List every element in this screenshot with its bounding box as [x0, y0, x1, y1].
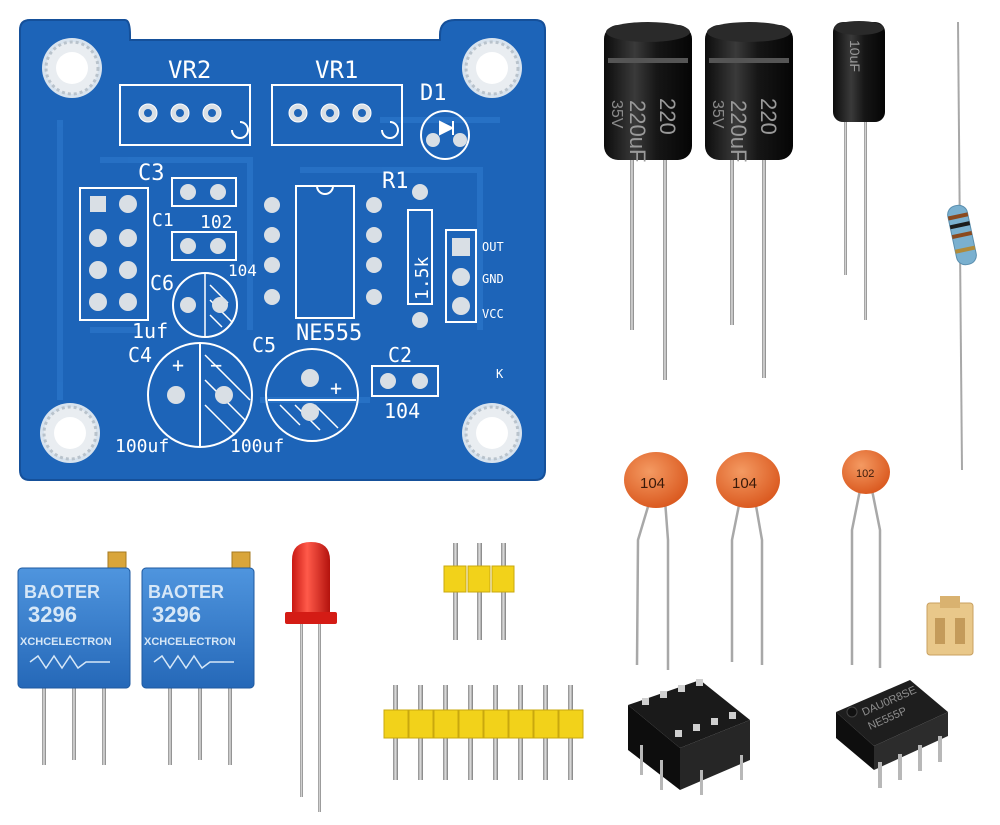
ceramic-capacitor-2: 104 [716, 452, 780, 665]
electrolytic-capacitor-1: 220uF 220 35V [604, 22, 692, 380]
cap3-label-top: 10uF [847, 40, 863, 72]
silk-ic-label: NE555 [296, 321, 362, 346]
cap2-label-mid: 220 [756, 98, 781, 135]
trimmer-potentiometer-1: BAOTER 3296 XCHCELECTRON [17, 551, 131, 765]
header-3-pin [443, 543, 515, 640]
cap2-label-v: 35V [709, 100, 726, 129]
svg-text:+: + [330, 376, 342, 400]
silk-vcc: VCC [482, 307, 504, 321]
ceramic1-label: 104 [640, 475, 665, 492]
silk-vr2: VR2 [168, 56, 211, 84]
pot2-brand: BAOTER [148, 582, 224, 602]
pcb-board: VR2 VR1 D1 C3 R1 C1 102 [19, 19, 546, 481]
pot2-maker: XCHCELECTRON [144, 636, 236, 648]
silk-gnd: GND [482, 272, 504, 286]
silk-c1-value: 102 [200, 212, 233, 233]
ic-socket-8-pin [628, 679, 750, 795]
silk-c2: C2 [388, 343, 412, 367]
jumper-cap [926, 596, 974, 656]
silk-c1: C1 [152, 210, 174, 231]
silk-c6: C6 [150, 271, 174, 295]
silk-d1: D1 [420, 81, 447, 106]
electrolytic-capacitor-2: 220uF 220 35V [705, 22, 793, 378]
ceramic-capacitor-1: 104 [624, 452, 688, 670]
silk-r1-value: 1.5k [412, 256, 433, 300]
trimmer-potentiometer-2: BAOTER 3296 XCHCELECTRON [141, 551, 255, 765]
silk-k: K [496, 367, 504, 381]
mounting-holes [40, 38, 522, 463]
silk-c4-capacity: 100uf [115, 436, 169, 457]
cap1-label-mid: 220 [655, 98, 680, 135]
ne555-chip: DAU0R8SE NE555P [836, 680, 948, 788]
ceramic2-label: 104 [732, 475, 757, 492]
electrolytic-capacitor-3: 10uF [833, 21, 885, 320]
silk-c4: C4 [128, 343, 152, 367]
silk-c3: C3 [138, 161, 165, 186]
ceramic-capacitor-3: 102 [842, 450, 890, 668]
pot2-model: 3296 [152, 602, 201, 627]
header-8-pin [383, 685, 584, 780]
silk-c5-capacity: 100uf [230, 436, 284, 457]
silk-c5: C5 [252, 333, 276, 357]
silk-c6-value: 104 [228, 261, 257, 280]
cap1-label-top: 220uF [625, 100, 650, 162]
ceramic3-label: 102 [856, 468, 874, 480]
silk-c4-value: 1uf [132, 319, 168, 343]
pot1-maker: XCHCELECTRON [20, 636, 112, 648]
silk-r1: R1 [382, 169, 409, 194]
pot1-model: 3296 [28, 602, 77, 627]
resistor [947, 21, 977, 471]
cap1-label-v: 35V [608, 100, 625, 129]
red-led [285, 542, 337, 812]
silk-c2-value: 104 [384, 399, 420, 423]
cap2-label-top: 220uF [726, 100, 751, 162]
silk-out: OUT [482, 240, 504, 254]
svg-text:−: − [210, 353, 222, 377]
pot1-brand: BAOTER [24, 582, 100, 602]
svg-text:+: + [172, 353, 184, 377]
silk-vr1: VR1 [315, 56, 358, 84]
